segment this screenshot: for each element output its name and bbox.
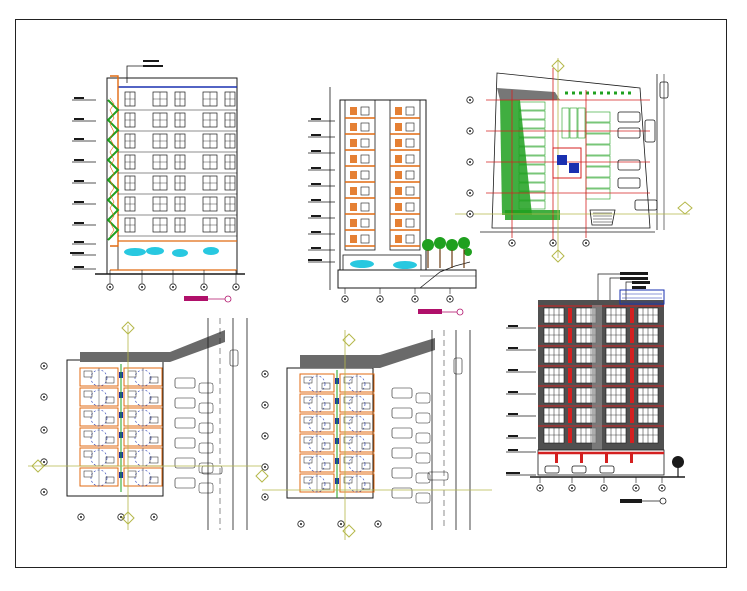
rendered-elevation-grid-bubbles bbox=[536, 477, 666, 492]
site-plan-grid-bubbles bbox=[466, 96, 590, 247]
level-markers bbox=[72, 99, 96, 270]
furniture bbox=[395, 155, 402, 163]
furniture bbox=[350, 107, 357, 115]
car bbox=[391, 407, 413, 419]
parking-bay bbox=[585, 155, 611, 167]
car bbox=[174, 457, 196, 469]
typical-floor-plan-b bbox=[261, 330, 492, 540]
section-title-tag bbox=[418, 309, 442, 314]
floor-plan-b-parking bbox=[391, 387, 431, 504]
furniture bbox=[350, 123, 357, 131]
parking-bay bbox=[518, 119, 546, 129]
parking-bay bbox=[585, 122, 611, 134]
car bbox=[174, 417, 196, 429]
rendered-elevation-windows bbox=[538, 305, 664, 450]
rendered-elevation bbox=[506, 272, 685, 505]
floor-plan-a-units bbox=[79, 364, 163, 492]
furniture bbox=[395, 171, 402, 179]
car bbox=[391, 467, 413, 479]
section-floors bbox=[345, 106, 420, 247]
parking-bay bbox=[585, 166, 611, 178]
parking-bay bbox=[518, 164, 546, 174]
furniture bbox=[350, 235, 357, 243]
parking-bay bbox=[585, 177, 611, 189]
furniture bbox=[350, 187, 357, 195]
furniture bbox=[350, 139, 357, 147]
floor-plan-b-units bbox=[299, 370, 375, 498]
floor-plan-b-grid-bubbles bbox=[261, 357, 463, 528]
parking-bay bbox=[518, 191, 546, 201]
car bbox=[391, 387, 413, 399]
rendered-elevation-title-tag bbox=[620, 499, 642, 503]
parking-bay bbox=[585, 133, 611, 145]
furniture bbox=[395, 235, 402, 243]
typical-floor-plan-a bbox=[28, 318, 269, 530]
section-drawing bbox=[308, 87, 477, 316]
parking-bay bbox=[585, 111, 611, 123]
parking-bay bbox=[585, 188, 611, 200]
car bbox=[391, 447, 413, 459]
parking-bay bbox=[518, 182, 546, 192]
drawing-sheet-border bbox=[15, 19, 727, 568]
furniture bbox=[395, 107, 402, 115]
furniture bbox=[350, 219, 357, 227]
car bbox=[391, 487, 413, 499]
front-elevation-title-tag bbox=[184, 296, 208, 301]
car bbox=[391, 427, 413, 439]
parking-bay bbox=[585, 144, 611, 156]
section-trees bbox=[422, 237, 472, 268]
car bbox=[174, 437, 196, 449]
parking-bay bbox=[518, 101, 546, 111]
furniture bbox=[395, 139, 402, 147]
parking-bay bbox=[518, 173, 546, 183]
parking-bay bbox=[518, 146, 546, 156]
furniture bbox=[395, 203, 402, 211]
front-elevation-windows bbox=[118, 91, 237, 237]
furniture bbox=[395, 219, 402, 227]
parking-bay bbox=[518, 128, 546, 138]
car bbox=[174, 477, 196, 489]
site-plan bbox=[455, 58, 693, 263]
parking-bay bbox=[518, 110, 546, 120]
front-elevation bbox=[70, 60, 245, 303]
front-elevation-grid-bubbles bbox=[106, 270, 240, 291]
parking-bay bbox=[518, 155, 546, 165]
section-grid-bubbles bbox=[341, 288, 454, 303]
furniture bbox=[350, 171, 357, 179]
car bbox=[174, 377, 196, 389]
furniture bbox=[350, 155, 357, 163]
furniture bbox=[350, 203, 357, 211]
furniture bbox=[395, 123, 402, 131]
furniture bbox=[395, 187, 402, 195]
car bbox=[174, 397, 196, 409]
parking-bay bbox=[518, 137, 546, 147]
parking-bay bbox=[518, 200, 546, 210]
floor-plan-a-parking bbox=[174, 377, 214, 494]
